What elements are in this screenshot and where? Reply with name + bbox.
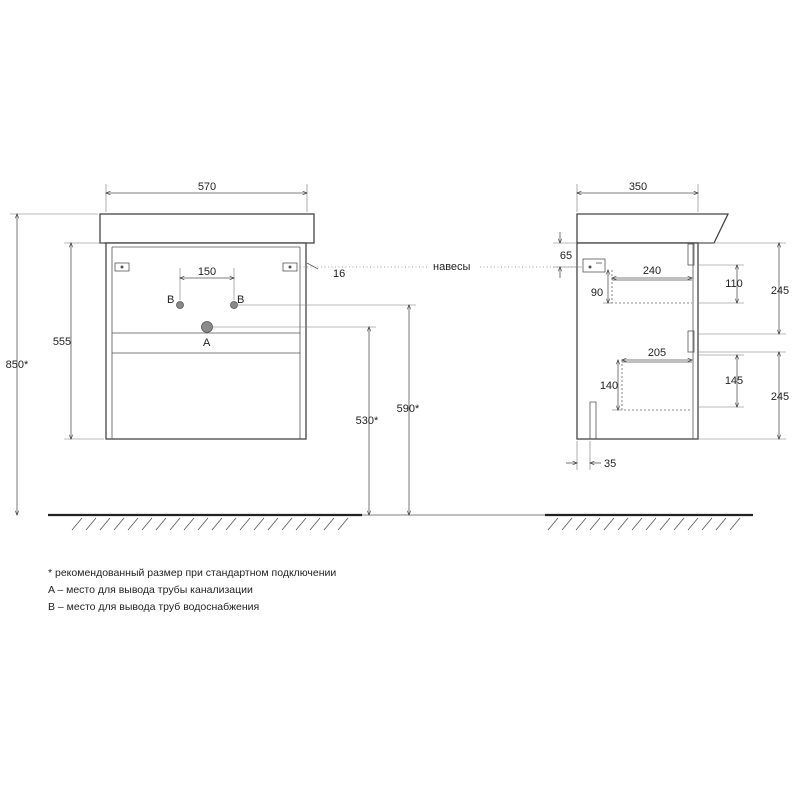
floor-hatch-stroke <box>547 517 559 531</box>
dim-upper-depth-value: 240 <box>643 265 661 277</box>
dim-drain-value: 530* <box>356 415 379 427</box>
floor-hatch-stroke <box>603 517 615 531</box>
hinge-left-screw <box>120 265 124 269</box>
pipe-b-right-label: B <box>237 294 244 306</box>
floor-hatch-stroke <box>659 517 671 531</box>
floor-hatch-stroke <box>687 517 699 531</box>
pipe-b-left <box>176 301 184 309</box>
floor-hatch-stroke <box>589 517 601 531</box>
front-floor-hatch <box>71 517 349 531</box>
dim-body-value: 555 <box>53 336 71 348</box>
dim-145-value: 145 <box>725 375 743 387</box>
pipe-a <box>201 321 213 333</box>
dim-supply-value: 590* <box>397 403 420 415</box>
lower-handle <box>687 330 695 353</box>
floor-hatch-stroke <box>197 517 209 531</box>
floor-hatch-stroke <box>715 517 727 531</box>
dim-65-value: 65 <box>560 250 572 262</box>
floor-hatch-stroke <box>99 517 111 531</box>
side-hinge <box>582 258 606 273</box>
floor-hatch-stroke <box>71 517 83 531</box>
floor-hatch-stroke <box>211 517 223 531</box>
hinge-left <box>114 262 130 272</box>
pipe-b-left-label: B <box>167 294 174 306</box>
dim-holes-value: 150 <box>198 266 216 278</box>
floor-hatch-stroke <box>253 517 265 531</box>
dim-245b-value: 245 <box>771 391 789 403</box>
floor-hatch-stroke <box>267 517 279 531</box>
dim-245a-value: 245 <box>771 285 789 297</box>
floor-hatch-stroke <box>169 517 181 531</box>
dim-depth-value: 350 <box>629 181 647 193</box>
floor-hatch-stroke <box>85 517 97 531</box>
pipe-a-label: A <box>203 337 211 349</box>
floor-hatch-stroke <box>113 517 125 531</box>
floor-hatch-stroke <box>183 517 195 531</box>
floor-hatch-stroke <box>323 517 335 531</box>
side-basin-top <box>576 213 730 244</box>
note-recommended: * рекомендованный размер при стандартном… <box>48 567 337 579</box>
dim-140-value: 140 <box>600 380 618 392</box>
note-pipe-a: A – место для вывода трубы канализации <box>48 584 253 596</box>
dim-lower-depth-value: 205 <box>648 347 666 359</box>
floor-hatch-stroke <box>617 517 629 531</box>
side-cabinet-body <box>576 242 699 440</box>
upper-handle <box>687 243 695 266</box>
hinge-right-screw <box>288 265 292 269</box>
basin-top <box>99 213 315 244</box>
hinge-right <box>282 262 298 272</box>
dim-110-value: 110 <box>725 278 743 290</box>
dim-width-value: 570 <box>198 181 216 193</box>
floor-hatch-stroke <box>645 517 657 531</box>
dim-35-value: 35 <box>604 458 616 470</box>
floor-hatch-stroke <box>561 517 573 531</box>
floor-hatch-stroke <box>337 517 349 531</box>
side-floor-hatch <box>547 517 741 531</box>
floor-hatch-stroke <box>155 517 167 531</box>
side-hinge-screw <box>588 265 592 269</box>
front-view: B B A 570 150 555 850* 530* 590* 16 <box>6 181 420 531</box>
floor-hatch-stroke <box>729 517 741 531</box>
floor-hatch-stroke <box>127 517 139 531</box>
floor-hatch-stroke <box>225 517 237 531</box>
floor-hatch-stroke <box>575 517 587 531</box>
hinges-label: навесы <box>433 261 471 273</box>
floor-hatch-stroke <box>239 517 251 531</box>
notes-block: * рекомендованный размер при стандартном… <box>48 565 336 616</box>
floor-hatch-stroke <box>701 517 713 531</box>
side-plinth <box>589 401 597 439</box>
dim-hinge-offset-value: 16 <box>333 268 345 280</box>
dim-hinge-offset-leader <box>306 262 319 270</box>
floor-hatch-stroke <box>309 517 321 531</box>
dim-90-value: 90 <box>591 287 603 299</box>
floor-hatch-stroke <box>141 517 153 531</box>
note-pipe-b: B – место для вывода труб водоснабжения <box>48 601 260 613</box>
dim-total-value: 850* <box>6 359 29 371</box>
floor-hatch-stroke <box>673 517 685 531</box>
side-view: 350 65 240 90 110 245 205 140 <box>545 181 789 531</box>
floor-hatch-stroke <box>281 517 293 531</box>
cabinet-body <box>105 242 307 440</box>
floor-hatch-stroke <box>295 517 307 531</box>
floor-hatch-stroke <box>631 517 643 531</box>
pipe-b-right <box>230 301 238 309</box>
